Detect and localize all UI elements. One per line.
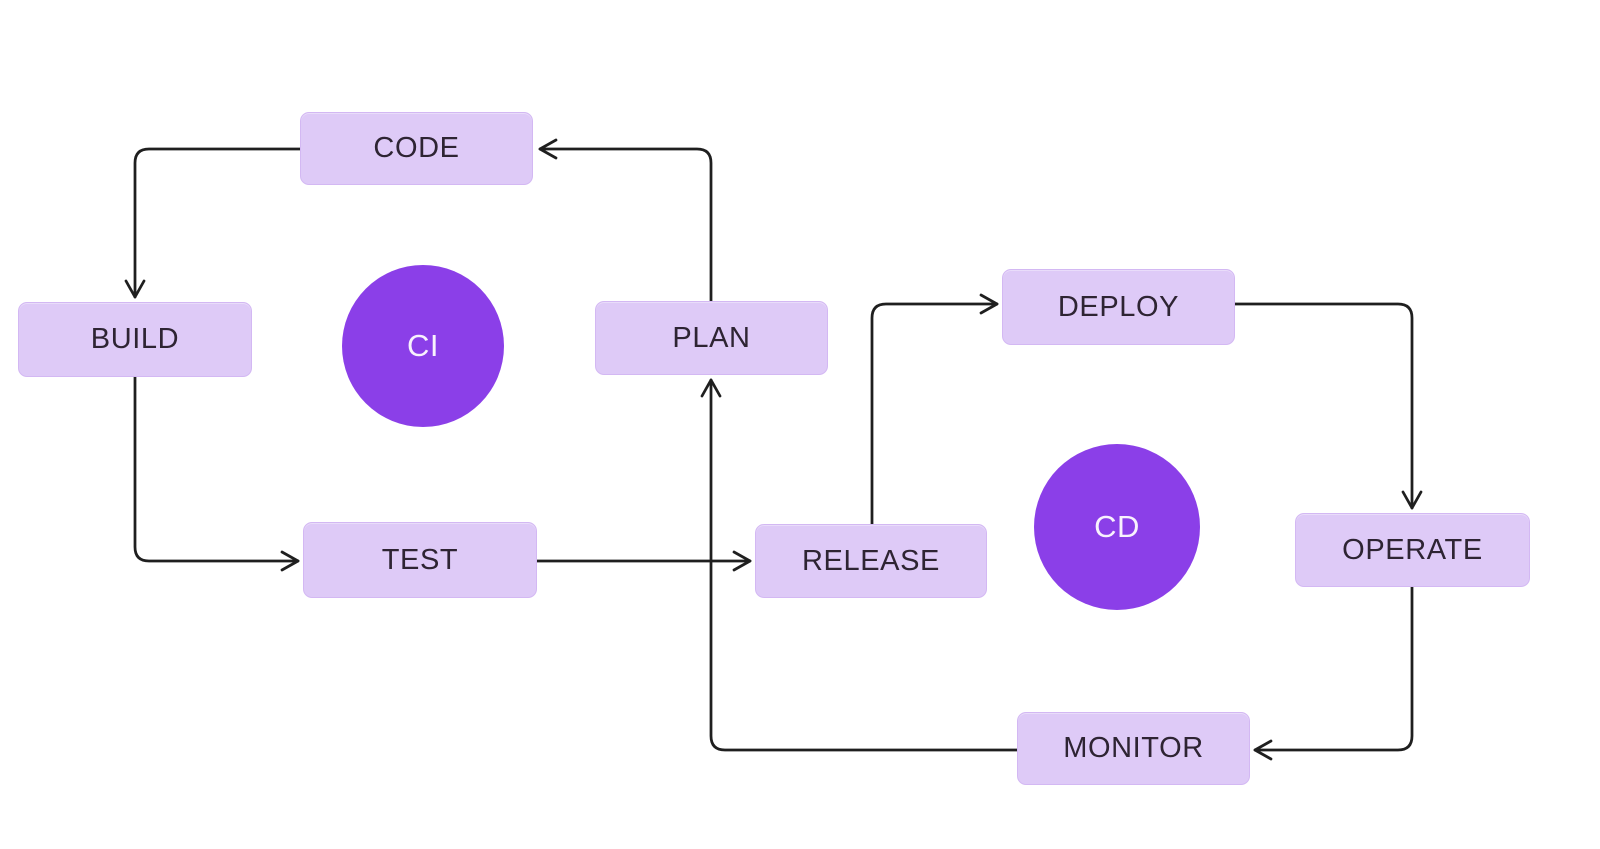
- node-build: BUILD: [18, 302, 252, 377]
- cd-loop-circle: CD: [1034, 444, 1200, 610]
- node-release-label: RELEASE: [802, 544, 940, 577]
- node-deploy: DEPLOY: [1002, 269, 1235, 345]
- edge-operate-to-monitor: [1253, 585, 1414, 761]
- edge-deploy-to-operate: [1233, 302, 1423, 510]
- edge-build-to-test: [133, 375, 300, 572]
- node-test-label: TEST: [381, 543, 459, 576]
- node-build-label: BUILD: [90, 323, 180, 355]
- edge-plan-to-code: [538, 138, 713, 303]
- node-release: RELEASE: [755, 524, 987, 598]
- node-monitor: MONITOR: [1017, 712, 1250, 785]
- node-monitor-label: MONITOR: [1063, 732, 1204, 764]
- node-deploy-label: DEPLOY: [1057, 290, 1180, 323]
- cd-label: CD: [1094, 509, 1140, 544]
- node-plan-label: PLAN: [672, 321, 751, 354]
- node-test: TEST: [303, 522, 537, 598]
- node-operate: OPERATE: [1295, 513, 1530, 587]
- ci-label: CI: [407, 328, 439, 363]
- edge-release-to-deploy: [870, 293, 999, 526]
- node-code: CODE: [300, 112, 533, 185]
- edge-code-to-build: [124, 147, 302, 299]
- node-code-label: CODE: [373, 132, 460, 164]
- edge-monitor-to-plan: [700, 378, 1019, 752]
- node-operate-label: OPERATE: [1342, 533, 1483, 566]
- node-plan: PLAN: [595, 301, 828, 375]
- ci-loop-circle: CI: [342, 265, 504, 427]
